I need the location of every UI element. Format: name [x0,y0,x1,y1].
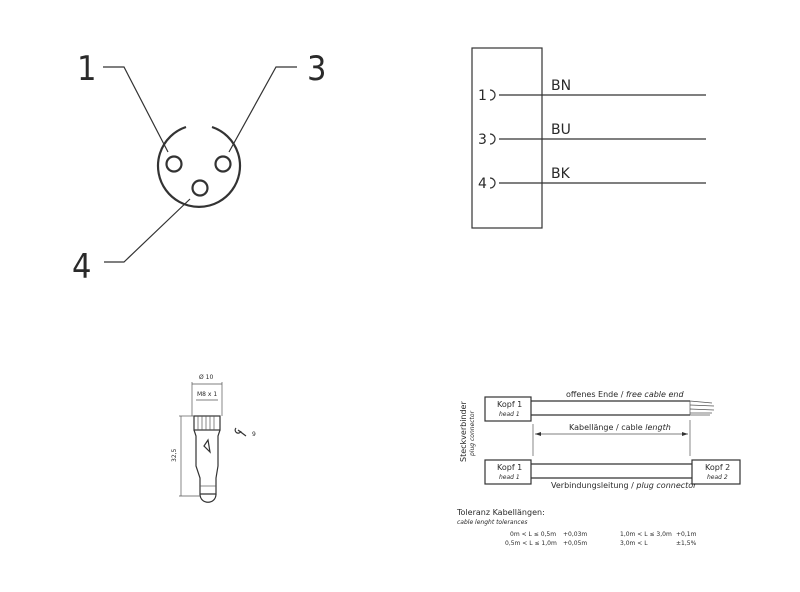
tolerance-title: Toleranz Kabellängen: [456,508,545,517]
pin-1-contact [165,155,183,173]
pin-4-leader [104,198,191,263]
cable-exit [199,493,217,503]
connection-cable-label: Verbindungsleitung / plug connector [551,481,697,490]
cable-length-label: Kabellänge / cable length [569,423,671,432]
thread-label: M8 x 1 [197,391,217,398]
wire-bu-label: BU [551,122,571,138]
head-1-label-top: Kopf 1 [497,400,522,409]
tolerance-value-3: +0,1m [676,531,697,538]
tolerance-value-2: +0,05m [563,540,587,547]
wiring-schematic: 1 3 4 BN BU BK [471,47,706,229]
connector-face-arc [156,125,242,208]
contact-3-symbol [489,133,496,145]
connector-box [471,47,543,229]
tolerance-value-4: ±1,5% [676,540,697,547]
wrench-size-label: 9 [252,431,256,438]
length-label: 32,5 [171,448,178,462]
tolerance-range-2: 0,5m < L ≤ 1,0m [505,540,557,547]
pin-3-leader [228,66,297,153]
wire-bk-label: BK [551,166,571,182]
pin-3-label: 3 [307,49,326,89]
tolerance-range-4: 3,0m < L [620,540,648,547]
tolerance-range-3: 1,0m < L ≤ 3,0m [620,531,672,538]
head-1-label-bottom-en: head 1 [499,474,520,481]
head-1-label-bottom: Kopf 1 [497,463,522,472]
head-2-label: Kopf 2 [705,463,730,472]
pin-1-leader [103,66,169,153]
plug-connector-side-label-en: plug connector [469,410,476,457]
wire-bn-label: BN [551,78,571,94]
open-end-label: offenes Ende / free cable end [566,390,684,399]
plug-connector-side-label: Steckverbinder [459,401,468,462]
cable-assembly: Steckverbinder plug connector Kopf 1 hea… [459,390,741,490]
head-2-label-en: head 2 [707,474,728,481]
contact-3-number: 3 [478,132,487,148]
head-1-box-top [484,396,532,422]
free-wire-ends [689,400,715,416]
pin-1-label: 1 [77,49,96,89]
coupling-nut [193,415,221,431]
dimension-drawing: Ø 10 M8 x 1 9 32,5 [171,374,256,503]
head-1-box-bottom [484,459,532,485]
contact-4-symbol [489,177,496,189]
pin-4-label: 4 [72,247,91,287]
tolerance-subtitle: cable lenght tolerances [457,519,528,526]
pinout-diagram: 1 3 4 [72,49,326,287]
diameter-label: Ø 10 [199,374,213,381]
pin-4-contact [191,179,209,197]
wrench-icon [234,427,247,437]
head-2-box [691,459,741,485]
contact-1-symbol [489,89,496,101]
pin-3-contact [214,155,232,173]
tolerance-table: Toleranz Kabellängen: cable lenght toler… [456,508,697,547]
connector-body [193,429,221,495]
tolerance-value-1: +0,03m [563,531,587,538]
tolerance-range-1: 0m < L ≤ 0,5m [510,531,556,538]
head-1-label-top-en: head 1 [499,411,520,418]
contact-4-number: 4 [478,176,487,192]
coding-arrow [203,438,211,454]
contact-1-number: 1 [478,88,487,104]
